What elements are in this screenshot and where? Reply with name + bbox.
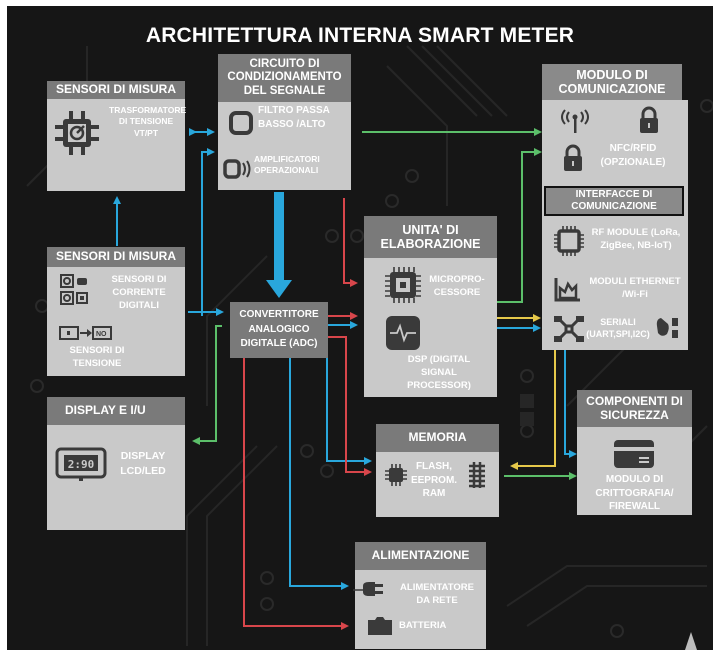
svg-text:NO: NO [96, 331, 107, 338]
sensor-grid-icon [60, 274, 88, 305]
block-memoria: MEMORIA FLASH, EEPROM. RAM [376, 424, 499, 517]
block-sensori-misura-vt: SENSORI DI MISURA TRASFORMATORE DI TENSI… [47, 81, 187, 191]
ethernet-icon [554, 278, 580, 302]
interface-label-ethernet: MODULI ETHERNET /Wi-Fi [589, 276, 681, 300]
plug-icon [353, 582, 383, 596]
block-header: CIRCUITO DI CONDIZIONAMENTO DEL SEGNALE [218, 54, 351, 102]
block-display: DISPLAY E I/U 2:90 DISPLAY LCD/LED [47, 397, 185, 530]
block-header: SENSORI DI MISURA [47, 81, 185, 99]
microprocessor-icon [385, 267, 421, 303]
interface-label-rf: RF MODULE (LoRa, ZigBee, NB-IoT) [591, 227, 681, 251]
voltage-sensor-icon: NO [59, 326, 112, 340]
amplifier-icon [223, 159, 251, 179]
touch-hand-icon [656, 318, 678, 338]
block-sensori-misura-corrente: SENSORI DI MISURA SENSORI DI CORRENTE DI… [47, 247, 185, 376]
rf-chip-icon [554, 226, 584, 256]
square-filter-icon [229, 111, 253, 135]
item-label-nfc: NFC/RFID (OPZIONALE) [600, 143, 666, 168]
block-comunicazione: MODULO DI COMUNICAZIONE NFC/RFID (O [542, 64, 688, 350]
dsp-waveform-icon [386, 316, 420, 350]
antenna-icon [561, 109, 589, 133]
block-elaborazione: UNITA' DI ELABORAZIONE MICROPRO- CESSORE… [364, 216, 497, 397]
block-header: DISPLAY E I/U [47, 397, 185, 425]
lock-icon [640, 106, 658, 133]
subheader-interfacce: INTERFACCE DI COMUNICAZIONE [544, 186, 684, 216]
block-condizionamento: CIRCUITO DI CONDIZIONAMENTO DEL SEGNALE … [218, 54, 351, 190]
item-label-sicurezza: MODULO DI CRITTOGRAFIA/ FIREWALL [595, 474, 674, 512]
diagram-canvas: ARCHITETTURA INTERNA SMART METER [7, 6, 713, 650]
item-label-microprocessore: MICROPRO- CESSORE [429, 274, 485, 298]
item-label-amplificatori: AMPLIFICATORI OPERAZIONALI [254, 154, 320, 176]
item-label-display: DISPLAY LCD/LED [120, 450, 166, 478]
block-sicurezza: COMPONENTI DI SICUREZZA MODULO DI CRITTO… [577, 390, 692, 515]
block-header: ALIMENTAZIONE [355, 542, 486, 570]
interface-label-seriali: SERIALI (UART,SPI,I2C) [586, 317, 650, 340]
lock-icon [564, 144, 582, 171]
memory-chip-icon [385, 464, 407, 486]
block-alimentazione: ALIMENTAZIONE ALIMENTATORE DA RETE BATTE… [353, 542, 486, 649]
ram-stick-icon [469, 462, 485, 488]
block-adc: CONVERTITORE ANALOGICO DIGITALE (ADC) [230, 302, 328, 358]
lcd-display-icon [55, 447, 107, 481]
block-header: COMPONENTI DI SICUREZZA [577, 390, 692, 427]
block-header: UNITA' DI ELABORAZIONE [364, 216, 497, 258]
item-label-tensione: SENSORI DI TENSIONE [69, 345, 125, 369]
item-label-dsp: DSP (DIGITAL SIGNAL PROCESSOR) [407, 354, 471, 391]
block-header: SENSORI DI MISURA [47, 247, 185, 267]
lcd-time-text: 2:90 [67, 458, 95, 471]
serial-icon [554, 316, 584, 342]
card-icon [614, 440, 654, 468]
block-header: MEMORIA [376, 424, 499, 452]
item-label-batteria: BATTERIA [399, 620, 447, 631]
diagram-title: ARCHITETTURA INTERNA SMART METER [145, 24, 575, 47]
item-label-corrente: SENSORI DI CORRENTE DIGITALI [111, 274, 167, 311]
battery-icon [368, 617, 392, 635]
item-label-memoria: FLASH, EEPROM. RAM [410, 461, 458, 499]
item-label-alimentatore: ALIMENTATORE DA RETE [400, 582, 474, 606]
chip-gauge-icon [55, 111, 99, 155]
item-label-filtro: FILTRO PASSA BASSO /ALTO [258, 105, 330, 130]
item-label-vt: TRASFORMATORE DI TENSIONE VT/PT [109, 105, 187, 138]
block-header: MODULO DI COMUNICAZIONE [542, 64, 682, 100]
